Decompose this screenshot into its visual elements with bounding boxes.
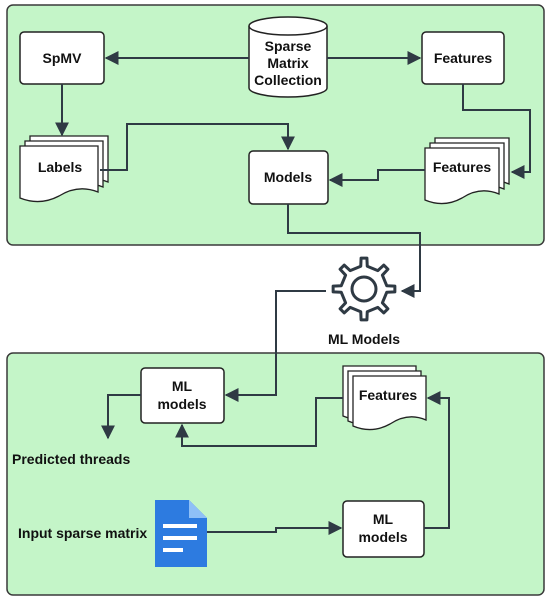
ml-models-hub-label: ML Models	[328, 331, 400, 347]
spmv-label: SpMV	[43, 50, 83, 66]
features-inference-label: Features	[359, 387, 418, 403]
document-icon	[155, 500, 207, 567]
ml-models-bottom-line-2: models	[358, 529, 407, 545]
ml-models-top-line-1: ML	[172, 378, 193, 394]
arrow-gear-to-ml-models	[224, 290, 326, 402]
inference-connectors	[101, 391, 450, 535]
features-box-top: Features	[421, 31, 505, 85]
arrow-models-to-gear	[287, 204, 421, 298]
ml-models-box-bottom: ML models	[342, 500, 425, 558]
training-connectors	[55, 51, 531, 298]
ml-models-bottom-line-1: ML	[373, 511, 394, 527]
arrow-labels-to-models	[100, 123, 295, 171]
models-box: Models	[248, 150, 329, 205]
arrow-features-to-feature-stack	[462, 84, 531, 179]
ml-models-top-line-2: models	[157, 396, 206, 412]
collection-label-line-1: Sparse	[265, 38, 312, 54]
models-label: Models	[264, 169, 312, 185]
arrow-features-to-models	[328, 169, 425, 187]
input-sparse-matrix-label: Input sparse matrix	[18, 525, 147, 541]
gear-icon	[331, 256, 397, 322]
arrow-input-to-ml-models	[207, 521, 343, 535]
collection-label-line-3: Collection	[254, 72, 322, 88]
arrow-ml-models-to-predicted	[101, 394, 141, 440]
sparse-matrix-collection-cylinder: Sparse Matrix Collection	[248, 16, 328, 98]
spmv-box: SpMV	[19, 31, 105, 85]
features-document-stack-inference: Features	[342, 365, 427, 431]
features-stack-label: Features	[433, 159, 492, 175]
labels-label: Labels	[38, 159, 83, 175]
predicted-threads-label: Predicted threads	[12, 451, 130, 467]
ml-models-box-top: ML models	[140, 367, 225, 424]
features-document-stack-training: Features	[424, 137, 510, 205]
collection-label-line-2: Matrix	[267, 55, 308, 71]
arrow-ml-models-to-features	[424, 391, 450, 529]
arrow-features-to-ml-models	[175, 397, 343, 447]
features-top-label: Features	[434, 50, 493, 66]
labels-document-stack: Labels	[19, 135, 109, 203]
